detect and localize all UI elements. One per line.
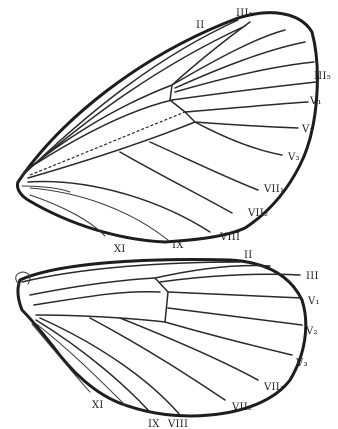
hw-label-V1: V₁ (307, 296, 320, 307)
fw-label-III5: III₅ (314, 71, 331, 82)
hindwing: II III V₁ V₂ V₃ VII₁ VII₂ VIII IX XI (16, 250, 320, 429)
fw-label-V1: V₁ (309, 96, 322, 107)
hw-label-V2: V₂ (305, 326, 318, 337)
forewing-vein-VII2 (120, 152, 232, 213)
hw-label-VIII: VIII (167, 419, 188, 429)
hindwing-vein-VII1 (120, 318, 258, 380)
forewing-cell-upper-vein (26, 100, 172, 170)
hindwing-outline (18, 260, 306, 416)
hindwing-median-vein (36, 315, 165, 322)
forewing-vein-III5 (172, 82, 316, 100)
hindwing-vein-XI (32, 324, 90, 392)
forewing-vein-V2 (195, 122, 298, 128)
forewing-base-fold (22, 186, 70, 192)
fw-label-VIII: VIII (219, 232, 240, 243)
hw-label-XI: XI (92, 400, 104, 411)
forewing-vein-V1 (185, 102, 308, 112)
forewing-vein-VIII (28, 182, 210, 232)
hw-label-VII2: VII₂ (231, 402, 252, 413)
fw-label-III1: III₁ (236, 8, 253, 19)
hindwing-vein-V1 (168, 292, 302, 298)
hindwing-vein-IX (36, 320, 150, 412)
hindwing-vein-VII2 (90, 318, 225, 400)
hindwing-radius-vein (34, 292, 160, 305)
forewing-vein-VII1 (150, 142, 258, 190)
fw-label-VII2: VII₂ (247, 208, 268, 219)
hindwing-vein-IXb (34, 322, 125, 405)
hindwing-discocellular-vein (155, 278, 168, 322)
fw-label-II: II (196, 20, 205, 31)
hw-label-IX: IX (148, 419, 160, 429)
forewing: II III₁ III₅ V₁ V₂ V₃ VII₁ VII₂ VIII IX … (17, 8, 331, 255)
hw-label-III: III (306, 271, 319, 282)
forewing-costa-vein (20, 20, 238, 178)
fw-label-V2: V₂ (301, 124, 314, 135)
hindwing-costa-vein (22, 262, 240, 282)
hindwing-vein-VIII (40, 318, 180, 415)
fw-label-VII1: VII₁ (263, 184, 284, 195)
hindwing-vein-V2 (168, 308, 302, 325)
fw-label-XI: XI (114, 244, 126, 255)
fw-label-IX: IX (172, 240, 184, 251)
hw-label-II: II (244, 250, 253, 261)
forewing-cell-dashed-vein (30, 112, 185, 175)
fw-label-V3: V₃ (287, 152, 300, 163)
forewing-vein-III3 (175, 62, 314, 92)
hw-label-V3: V₃ (295, 358, 308, 369)
hindwing-vein-V3 (165, 322, 292, 355)
hw-label-VII1: VII₁ (263, 382, 284, 393)
forewing-subcosta-vein (22, 26, 245, 175)
